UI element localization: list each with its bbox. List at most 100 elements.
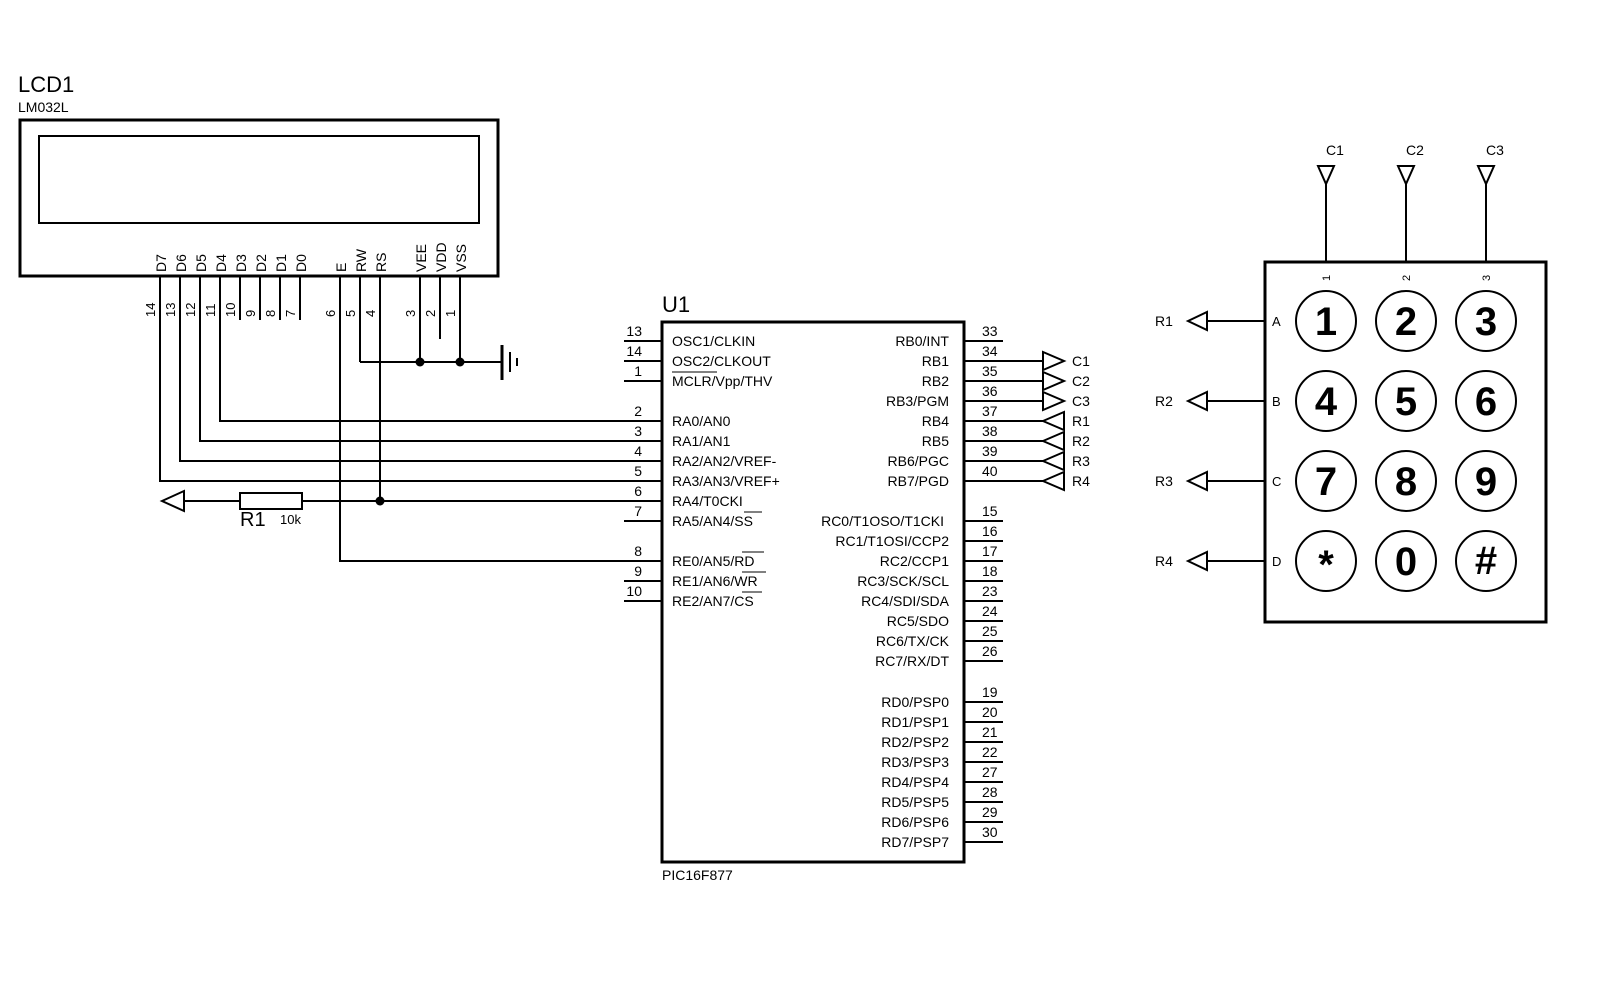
key-3[interactable]: 3 bbox=[1455, 290, 1517, 352]
mcu-pin-number: 38 bbox=[982, 423, 998, 439]
lcd-pin-number: 1 bbox=[443, 310, 458, 317]
key-6[interactable]: 6 bbox=[1455, 370, 1517, 432]
mcu-body bbox=[660, 320, 966, 864]
resistor-r1[interactable]: R1 10k bbox=[159, 489, 303, 531]
key-2[interactable]: 2 bbox=[1375, 290, 1437, 352]
net-terminal-c1: C1 bbox=[1042, 350, 1090, 372]
mcu-pin-name: RA0/AN0 bbox=[672, 413, 731, 429]
mcu-pin-number: 15 bbox=[982, 503, 998, 519]
mcu-pin-28: 28 RD5/PSP5 bbox=[881, 784, 1003, 810]
key-0[interactable]: 0 bbox=[1375, 530, 1437, 592]
mcu-pin-4: 4 RA2/AN2/VREF- bbox=[612, 443, 777, 469]
mcu-left-pins: 13 OSC1/CLKIN 14 OSC2/CLKOUT 1 MCLR/Vpp/… bbox=[612, 323, 780, 609]
lcd-pin-name: D6 bbox=[173, 254, 189, 272]
mcu-pin-number: 29 bbox=[982, 804, 998, 820]
lcd-pin-name: VEE bbox=[413, 244, 429, 272]
microcontroller-u1[interactable]: U1 PIC16F877 bbox=[660, 292, 966, 883]
mcu-pin-number: 34 bbox=[982, 343, 998, 359]
key-label: 8 bbox=[1395, 460, 1417, 504]
key-8[interactable]: 8 bbox=[1375, 450, 1437, 512]
mcu-pin-3: 3 RA1/AN1 bbox=[612, 423, 731, 449]
mcu-pin-name: RC1/T1OSI/CCP2 bbox=[835, 533, 949, 549]
mcu-pin-27: 27 RD4/PSP4 bbox=[881, 764, 1003, 790]
mcu-pin-number: 28 bbox=[982, 784, 998, 800]
key-4[interactable]: 4 bbox=[1295, 370, 1357, 432]
row-label: R2 bbox=[1155, 393, 1173, 409]
mcu-pin-number: 10 bbox=[626, 583, 642, 599]
column-number: 2 bbox=[1401, 275, 1413, 281]
mcu-pin-name: RD6/PSP6 bbox=[881, 814, 949, 830]
mcu-pin-20: 20 RD1/PSP1 bbox=[881, 704, 1003, 730]
net-label: R2 bbox=[1072, 433, 1090, 449]
key-7[interactable]: 7 bbox=[1295, 450, 1357, 512]
key-label: 3 bbox=[1475, 300, 1497, 344]
mcu-pin-name: RB7/PGD bbox=[888, 473, 949, 489]
mcu-pin-name: RE0/AN5/RD bbox=[672, 553, 754, 569]
keypad-row-c: R3 C bbox=[1155, 470, 1281, 492]
mcu-pin-37: 37 RB4 bbox=[922, 403, 1043, 429]
lcd-pin-vdd: VDD 2 bbox=[423, 242, 449, 320]
mcu-pin-name: RD3/PSP3 bbox=[881, 754, 949, 770]
column-number: 1 bbox=[1321, 275, 1333, 281]
mcu-pin-14: 14 OSC2/CLKOUT bbox=[624, 343, 771, 369]
mcu-pin-number: 30 bbox=[982, 824, 998, 840]
mcu-pin-5: 5 RA3/AN3/VREF+ bbox=[612, 463, 780, 489]
mcu-pin-name: RC0/T1OSO/T1CKI bbox=[821, 513, 944, 529]
lcd-pin-number: 12 bbox=[183, 303, 198, 317]
key-5[interactable]: 5 bbox=[1375, 370, 1437, 432]
mcu-pin-name: RB1 bbox=[922, 353, 949, 369]
key-label: 4 bbox=[1315, 380, 1338, 424]
mcu-pin-name: RB4 bbox=[922, 413, 949, 429]
mcu-pin-name: RA3/AN3/VREF+ bbox=[672, 473, 780, 489]
lcd-pin-name: VDD bbox=[433, 242, 449, 272]
key-1[interactable]: 1 bbox=[1295, 290, 1357, 352]
key-9[interactable]: 9 bbox=[1455, 450, 1517, 512]
mcu-pin-13: 13 OSC1/CLKIN bbox=[624, 323, 755, 349]
mcu-pin-22: 22 RD3/PSP3 bbox=[881, 744, 1003, 770]
net-label: C1 bbox=[1072, 353, 1090, 369]
lcd-pin-name: D0 bbox=[293, 254, 309, 272]
mcu-pin-name: RA1/AN1 bbox=[672, 433, 731, 449]
lcd-pin-vee: VEE 3 bbox=[403, 244, 429, 320]
mcu-pin-name: RA5/AN4/SS bbox=[672, 513, 753, 529]
lcd-pin-d2: D2 9 bbox=[243, 254, 269, 320]
key-label: 7 bbox=[1315, 460, 1337, 504]
lcd-pin-number: 13 bbox=[163, 303, 178, 317]
lcd-pin-name: RS bbox=[373, 253, 389, 272]
mcu-pin-number: 2 bbox=[634, 403, 642, 419]
net-label: R1 bbox=[1072, 413, 1090, 429]
resistor-ref: R1 bbox=[240, 509, 266, 531]
net-terminal-r2: R2 bbox=[1040, 430, 1090, 452]
mcu-pin-number: 19 bbox=[982, 684, 998, 700]
mcu-pin-10: 10 RE2/AN7/CS bbox=[624, 583, 762, 609]
row-letter: C bbox=[1272, 474, 1281, 489]
keypad-rows: R1 A R2 B R3 C R4 D bbox=[1155, 310, 1281, 572]
mcu-pin-21: 21 RD2/PSP2 bbox=[881, 724, 1003, 750]
mcu-pin-33: 33 RB0/INT bbox=[895, 323, 1003, 349]
mcu-pin-name: RE2/AN7/CS bbox=[672, 593, 754, 609]
lcd-pin-d0: D0 7 bbox=[283, 254, 309, 320]
key-star[interactable]: * bbox=[1295, 530, 1357, 592]
mcu-pin-number: 6 bbox=[634, 483, 642, 499]
net-terminal-r4: R4 bbox=[1040, 470, 1090, 492]
mcu-pin-number: 35 bbox=[982, 363, 998, 379]
lcd-pin-name: E bbox=[333, 263, 349, 272]
key-label: 9 bbox=[1475, 460, 1497, 504]
mcu-right-pins: 33 RB0/INT 34 RB1 35 RB2 36 RB3/PGM 37 R… bbox=[821, 323, 1043, 850]
mcu-pin-number: 33 bbox=[982, 323, 998, 339]
mcu-pin-name: RD2/PSP2 bbox=[881, 734, 949, 750]
mcu-pin-name: RC4/SDI/SDA bbox=[861, 593, 950, 609]
key-hash[interactable]: # bbox=[1455, 530, 1517, 592]
lcd-ref: LCD1 bbox=[18, 72, 74, 97]
mcu-pin-35: 35 RB2 bbox=[922, 363, 1043, 389]
mcu-pin-18: 18 RC3/SCK/SCL bbox=[857, 563, 1003, 589]
mcu-pin-name: RD0/PSP0 bbox=[881, 694, 949, 710]
mcu-pin-number: 40 bbox=[982, 463, 998, 479]
mcu-model: PIC16F877 bbox=[662, 867, 733, 883]
row-label: R1 bbox=[1155, 313, 1173, 329]
mcu-pin-number: 25 bbox=[982, 623, 998, 639]
mcu-pin-number: 21 bbox=[982, 724, 998, 740]
lcd-pin-name: VSS bbox=[453, 244, 469, 272]
mcu-pin-number: 20 bbox=[982, 704, 998, 720]
lcd-pin-d7: D7 14 bbox=[143, 254, 169, 320]
